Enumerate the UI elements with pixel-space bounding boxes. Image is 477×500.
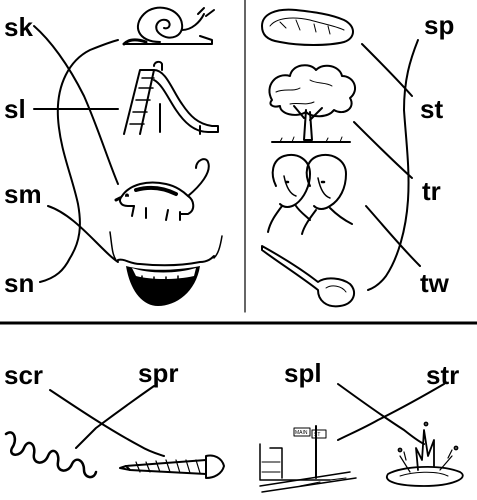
blend-label: spl — [284, 358, 322, 388]
blend-label: sn — [4, 268, 34, 298]
screw-icon — [119, 454, 225, 479]
twins-icon — [267, 154, 353, 235]
street-sign-text: MAIN — [295, 430, 308, 436]
blend-label: sk — [4, 12, 33, 42]
matching-lines — [353, 39, 421, 291]
blend-label: scr — [4, 360, 43, 390]
slide-icon — [123, 60, 219, 135]
street-icon: MAIN ST — [259, 425, 357, 493]
bottom-left-panel: scr spr — [4, 358, 225, 479]
matching-lines — [33, 25, 119, 283]
spoon-icon — [261, 245, 356, 308]
bottom-right-panel: spl str MAIN ST — [259, 358, 464, 493]
tree-icon — [268, 64, 357, 143]
skunk-icon — [114, 158, 210, 221]
matching-lines — [337, 383, 445, 445]
blend-label: st — [420, 94, 443, 124]
top-left-panel: sk sl sm sn — [4, 6, 223, 306]
top-right-panel: sp st tr tw — [261, 8, 454, 308]
snail-icon — [122, 6, 215, 46]
matching-lines — [49, 385, 165, 457]
blend-label: tw — [420, 268, 450, 298]
blend-label: sl — [4, 94, 26, 124]
splash-icon — [385, 421, 464, 487]
blend-label: sm — [4, 179, 42, 209]
blend-label: tr — [422, 176, 441, 206]
spring-icon — [4, 431, 98, 479]
smile-icon — [109, 231, 223, 306]
steak-icon — [261, 8, 354, 46]
blend-label: spr — [138, 358, 178, 388]
blend-label: sp — [424, 10, 454, 40]
street-sign-text: ST — [314, 432, 320, 438]
